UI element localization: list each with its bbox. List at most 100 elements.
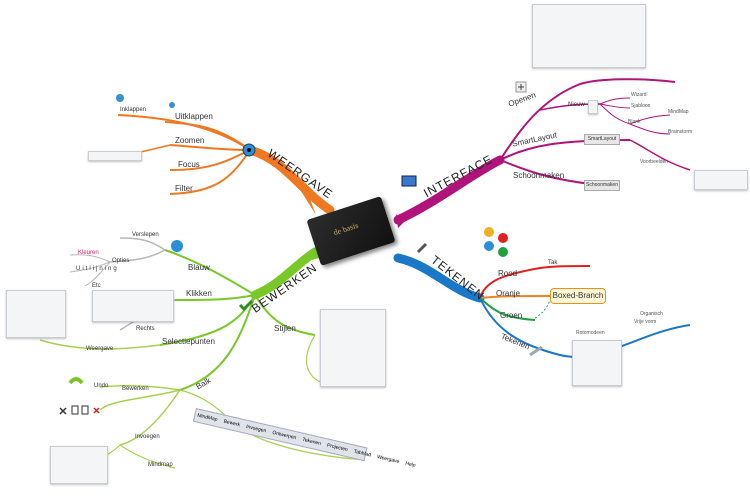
bewerken-item-opties: Opties — [112, 258, 130, 264]
menu-tekenen[interactable]: Tekenen — [301, 436, 322, 447]
interface-item-nieuw: Nieuw — [568, 102, 585, 108]
zoom-slider[interactable] — [88, 151, 142, 161]
bewerken-item-kleuren: Kleuren — [78, 250, 99, 256]
bewerken-main-branch — [250, 247, 320, 300]
interface-item-mindmap: MindMap — [668, 109, 689, 115]
weergave-sub-focus — [169, 149, 251, 171]
undo-icon — [68, 377, 84, 385]
menu-projecten[interactable]: Projecten — [326, 442, 349, 454]
weergave-sub-uitklappen — [164, 121, 251, 151]
bewerken-sub-verslepen — [119, 237, 166, 251]
document-icon — [588, 100, 598, 114]
bewerken-sub-kleuren — [69, 254, 111, 263]
weergave-item-inklappen: Inklappen — [120, 107, 147, 113]
tekenen-sub-oranje — [479, 295, 551, 299]
boxed-branch-node: Boxed-Branch — [550, 288, 606, 304]
bewerken-item-stijlen: Stijlen — [274, 324, 296, 333]
menu-mindmap[interactable]: MindMap — [196, 412, 219, 424]
tekenen-item-organisch: Organisch — [640, 311, 663, 317]
color-dot-red-icon — [484, 227, 494, 237]
bewerken-item-etc: Etc — [92, 283, 101, 289]
interface-sub-sjabloon — [599, 103, 631, 109]
menu-invoegen[interactable]: Invoegen — [245, 423, 267, 435]
bewerken-item-klikken: Klikken — [186, 289, 212, 298]
plus-glyph-icon — [518, 84, 524, 90]
bewerken-item-invoegen: Invoegen — [135, 434, 160, 440]
checkmark-icon — [238, 299, 254, 312]
menu-ontwerpen[interactable]: Ontwerpen — [271, 429, 297, 442]
cross-icon — [93, 407, 100, 414]
weergave-sub-filter — [169, 149, 251, 195]
tekenen-item-tak: Tak — [548, 260, 558, 266]
color-dot-blue-icon — [484, 241, 494, 251]
bewerken-item-uitlijning: Uitlijning — [76, 266, 119, 272]
interface-sub-openen — [499, 78, 676, 161]
tekenen-item-groen: Groen — [500, 311, 523, 320]
bewerken-sub-stijlen — [254, 294, 316, 336]
bewerken-item-verslepen: Verslepen — [132, 232, 159, 238]
interface-sub-brainstorm — [629, 123, 671, 135]
bewerken-sub-etc — [84, 261, 111, 287]
bewerken-item-blauw: Blauw — [188, 263, 210, 272]
pencil-icon — [416, 242, 428, 254]
bewerken-item-undo: Undo — [94, 383, 109, 389]
eye-pupil-icon — [247, 148, 251, 152]
template-gallery-screenshot — [532, 4, 646, 68]
copy-icon — [71, 405, 79, 415]
interface-item-voorbeelden: Voorbeelden — [640, 159, 669, 165]
book-title: de basis — [332, 220, 360, 238]
tekenen-link-dashed — [534, 299, 551, 319]
smartlayout-button[interactable]: SmartLayout — [584, 134, 620, 145]
weergave-item-zoomen: Zoomen — [175, 136, 205, 145]
voorbeelden-menu-screenshot — [694, 170, 748, 190]
weergave-item-focus: Focus — [178, 160, 200, 169]
bewerken-item-rechts: Rechts — [136, 326, 155, 332]
weergave-sub-zoomen — [169, 144, 251, 151]
selection-toolbar-screenshot — [92, 290, 174, 322]
tekenen-sub-rood — [479, 265, 591, 299]
bewerken-item-selectiepunten: Selectiepunten — [162, 337, 215, 346]
schoonmaken-button[interactable]: Schoonmaken — [584, 180, 620, 191]
monitor-icon — [401, 175, 417, 187]
interface-sub-mindmap — [629, 114, 671, 125]
menu-bewerk[interactable]: Bewerk — [222, 418, 241, 429]
interface-sub-blank — [599, 103, 631, 125]
expand-icon — [169, 102, 175, 108]
color-palette-icon — [171, 240, 183, 252]
weergave-arrow — [296, 183, 316, 215]
tekenen-main-branch — [393, 253, 485, 303]
bewerken-sub-mindmap — [119, 444, 176, 469]
bewerken-item-mindmap: Mindmap — [148, 462, 173, 468]
bewerken-sub-weergave — [39, 339, 161, 350]
bewerken-item-weergave: Weergave — [86, 346, 114, 352]
bewerken-sub-balk — [179, 294, 256, 391]
bewerken-sub-klikken — [174, 294, 256, 301]
interface-item-sjabloon: Sjabloon — [631, 103, 651, 109]
marker-icon — [529, 345, 543, 357]
interface-item-brainstorm: Brainstorm — [668, 129, 693, 135]
interface-sub-voorbeelden — [629, 139, 691, 171]
weergave-item-uitklappen: Uitklappen — [175, 112, 213, 121]
tekenen-sub-groen — [479, 297, 536, 321]
weergave-main-branch — [245, 145, 335, 215]
bewerken-item-bewerken: Bewerken — [122, 386, 149, 392]
interface-item-blank: Blank — [628, 119, 641, 125]
menu-tabblad[interactable]: Tabblad — [353, 448, 372, 459]
tekenen-item-rotomodeen: Rotomodeen — [576, 330, 605, 336]
interface-item-schoonmaken: Schoonmaken — [513, 171, 565, 180]
insert-ribbon-screenshot — [50, 446, 108, 484]
bewerken-sub-undo — [99, 385, 181, 391]
interface-item-wizard: Wizard — [631, 92, 647, 98]
interface-arrow — [396, 214, 404, 228]
bewerken-sub-invoegen — [119, 389, 181, 446]
bewerken-sub-blauw — [164, 249, 256, 296]
tekenen-sub-tekenen — [479, 297, 691, 358]
bewerken-sub-opties — [109, 249, 166, 263]
color-dot-green-icon — [498, 247, 508, 257]
collapse-icon — [116, 94, 124, 102]
color-dot-orange-icon — [498, 233, 508, 243]
tekenen-item-oranje: Oranje — [496, 289, 521, 298]
bewerken-sub-bewerken — [99, 389, 181, 411]
paste-icon — [81, 405, 89, 415]
